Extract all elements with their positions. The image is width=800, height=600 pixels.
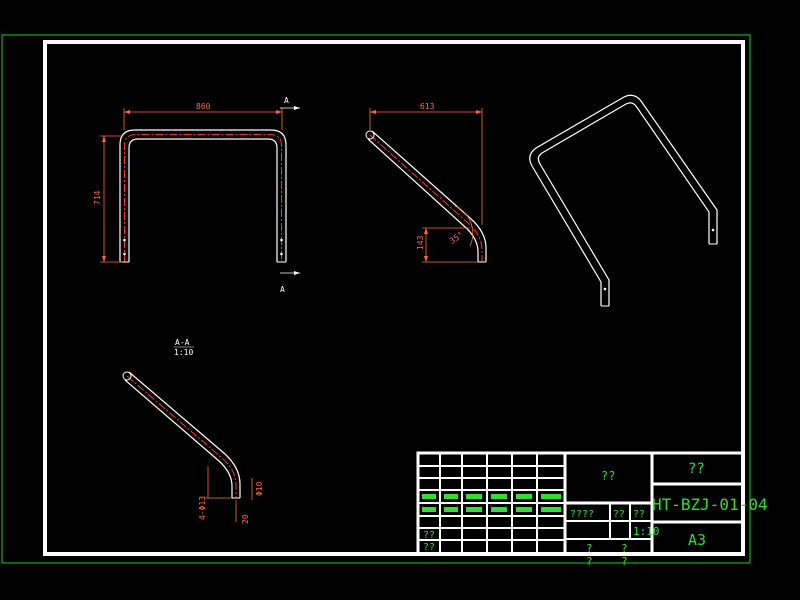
section-tube-inner xyxy=(124,379,233,498)
side-angle-dim: 35° xyxy=(448,230,465,246)
drawing-frame xyxy=(43,40,745,556)
side-tube-outer xyxy=(371,130,487,262)
section-dim-hole: 4-Φ13 xyxy=(198,496,207,520)
row-label-2: ?? xyxy=(633,509,645,520)
front-centerline xyxy=(124,134,282,262)
section-label: A-A xyxy=(175,338,190,347)
left-cell-1: ?? xyxy=(423,542,435,553)
section-view: A-A 1:10 4-Φ13 Φ10 20 xyxy=(122,338,264,524)
front-height-dim: 714 xyxy=(93,190,102,205)
mark-3: ? xyxy=(621,555,628,568)
outer-border xyxy=(1,34,751,564)
title-name: ?? xyxy=(601,469,615,483)
section-tube-outer xyxy=(128,371,241,498)
mark-0: ? xyxy=(586,542,593,555)
isometric-view xyxy=(529,94,718,307)
section-mark-top: A xyxy=(284,96,289,105)
section-dim-dia: Φ10 xyxy=(255,481,264,496)
row-label-1: ?? xyxy=(613,509,625,520)
sheet-size: A3 xyxy=(688,531,706,549)
section-mark-bottom: A xyxy=(280,285,285,294)
title-company: ?? xyxy=(688,461,705,477)
side-tube-inner xyxy=(367,138,479,262)
title-scale: 1:10 xyxy=(633,525,660,538)
side-height-dim: 143 xyxy=(416,235,425,250)
side-view: 613 143 35° xyxy=(365,102,487,263)
mark-2: ? xyxy=(586,555,593,568)
front-view: 860 714 A A xyxy=(93,96,300,294)
section-scale: 1:10 xyxy=(174,348,193,357)
revision-grid-text xyxy=(422,494,561,512)
row-label-0: ???? xyxy=(570,509,594,520)
drawing-number: HT-BZJ-01-04 xyxy=(652,495,768,514)
section-dim-len: 20 xyxy=(241,514,250,524)
mark-1: ? xyxy=(621,542,628,555)
iso-tube-outer xyxy=(529,94,718,306)
front-width-dim: 860 xyxy=(196,102,211,111)
front-tube-inner xyxy=(128,138,278,262)
title-block: ?? ?? HT-BZJ-01-04 A3 1:10 ???? ?? ?? ? … xyxy=(416,451,768,568)
left-cell-0: ?? xyxy=(423,530,435,541)
front-tube-outer xyxy=(119,129,287,262)
side-width-dim: 613 xyxy=(420,102,435,111)
iso-tube-inner xyxy=(537,102,710,306)
